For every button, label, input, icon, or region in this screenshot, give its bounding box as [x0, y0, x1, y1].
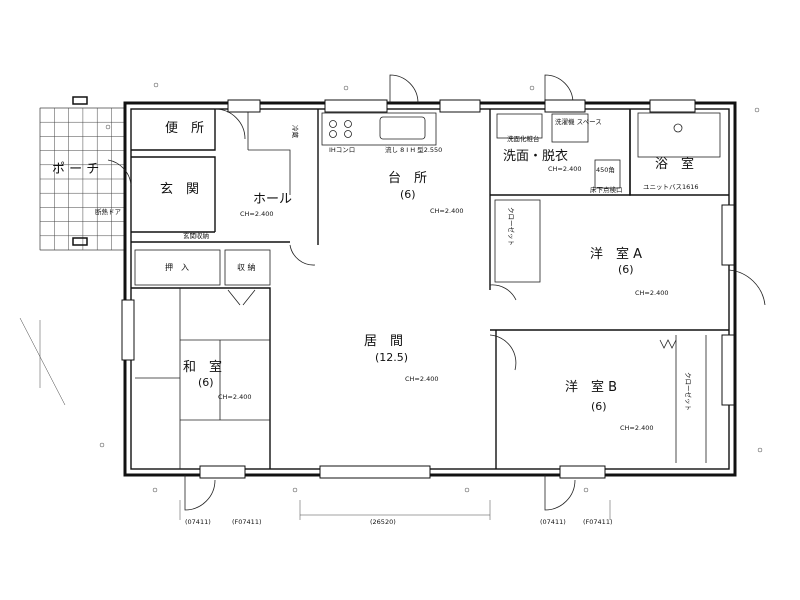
windows — [121, 99, 735, 479]
you-b-label: 洋 室 B — [565, 379, 617, 395]
reizoko-label: 冷蔵 — [291, 125, 300, 139]
dim-1: (07411) — [185, 518, 211, 526]
hall-label: ホール — [253, 192, 292, 207]
sink-label: 流し 8 I H 型2.550 — [385, 145, 442, 154]
living-label: 居 間 — [364, 334, 403, 349]
genkan-shuno-label: 玄関収納 — [183, 231, 209, 240]
porch-label: ポ ー チ — [52, 162, 99, 177]
senpatsu-label: 洗濯機 スペース — [555, 117, 602, 126]
toilet-label: 便 所 — [165, 121, 204, 136]
kitchen-label: 台 所 — [388, 171, 427, 186]
living-size: (12.5) — [375, 351, 408, 364]
washitsu-ch: CH=2.400 — [218, 393, 251, 401]
interior-walls — [131, 109, 729, 469]
porch-tiles — [39, 107, 127, 251]
senmendai-label: 洗面化粧台 — [507, 134, 540, 143]
hall-ch: CH=2.400 — [240, 210, 273, 218]
unitbath-label: ユニットバス1616 — [643, 183, 699, 191]
oshiire-label: 押 入 — [165, 262, 189, 272]
bath-label: 浴 室 — [655, 156, 694, 172]
you-a-label: 洋 室 A — [590, 246, 642, 262]
kitchen-ch: CH=2.400 — [430, 207, 463, 215]
living-ch: CH=2.400 — [405, 375, 438, 383]
dimension-lines — [19, 82, 763, 520]
kaku-label: 450角 — [596, 165, 615, 174]
you-b-ch: CH=2.400 — [620, 424, 653, 432]
konro-label: IHコンロ — [329, 146, 355, 154]
washitsu-size: (6) — [198, 376, 214, 389]
washitsu-label: 和 室 — [183, 359, 222, 375]
doors — [107, 74, 766, 511]
kitchen-size: (6) — [400, 188, 416, 201]
you-a-size: (6) — [618, 263, 634, 276]
porch-post — [72, 237, 88, 246]
dim-2: (F07411) — [232, 518, 262, 526]
genkan-label: 玄 関 — [160, 182, 199, 197]
senmen-ch: CH=2.400 — [548, 165, 581, 173]
dim-5: (F07411) — [583, 518, 613, 526]
danetsu-label: 断熱ドア — [95, 207, 122, 216]
yukashita-label: 床下点検口 — [590, 185, 623, 194]
you-a-ch: CH=2.400 — [635, 289, 668, 297]
you-b-size: (6) — [591, 400, 607, 413]
shuno-label: 収 納 — [237, 262, 256, 272]
closet-a-label: クローゼット — [507, 207, 516, 246]
dim-4: (07411) — [540, 518, 566, 526]
senmen-label: 洗面・脱衣 — [503, 148, 568, 164]
dim-3: (26520) — [370, 518, 396, 526]
porch-post — [72, 96, 88, 105]
closet-b-label: クローゼット — [684, 372, 693, 411]
